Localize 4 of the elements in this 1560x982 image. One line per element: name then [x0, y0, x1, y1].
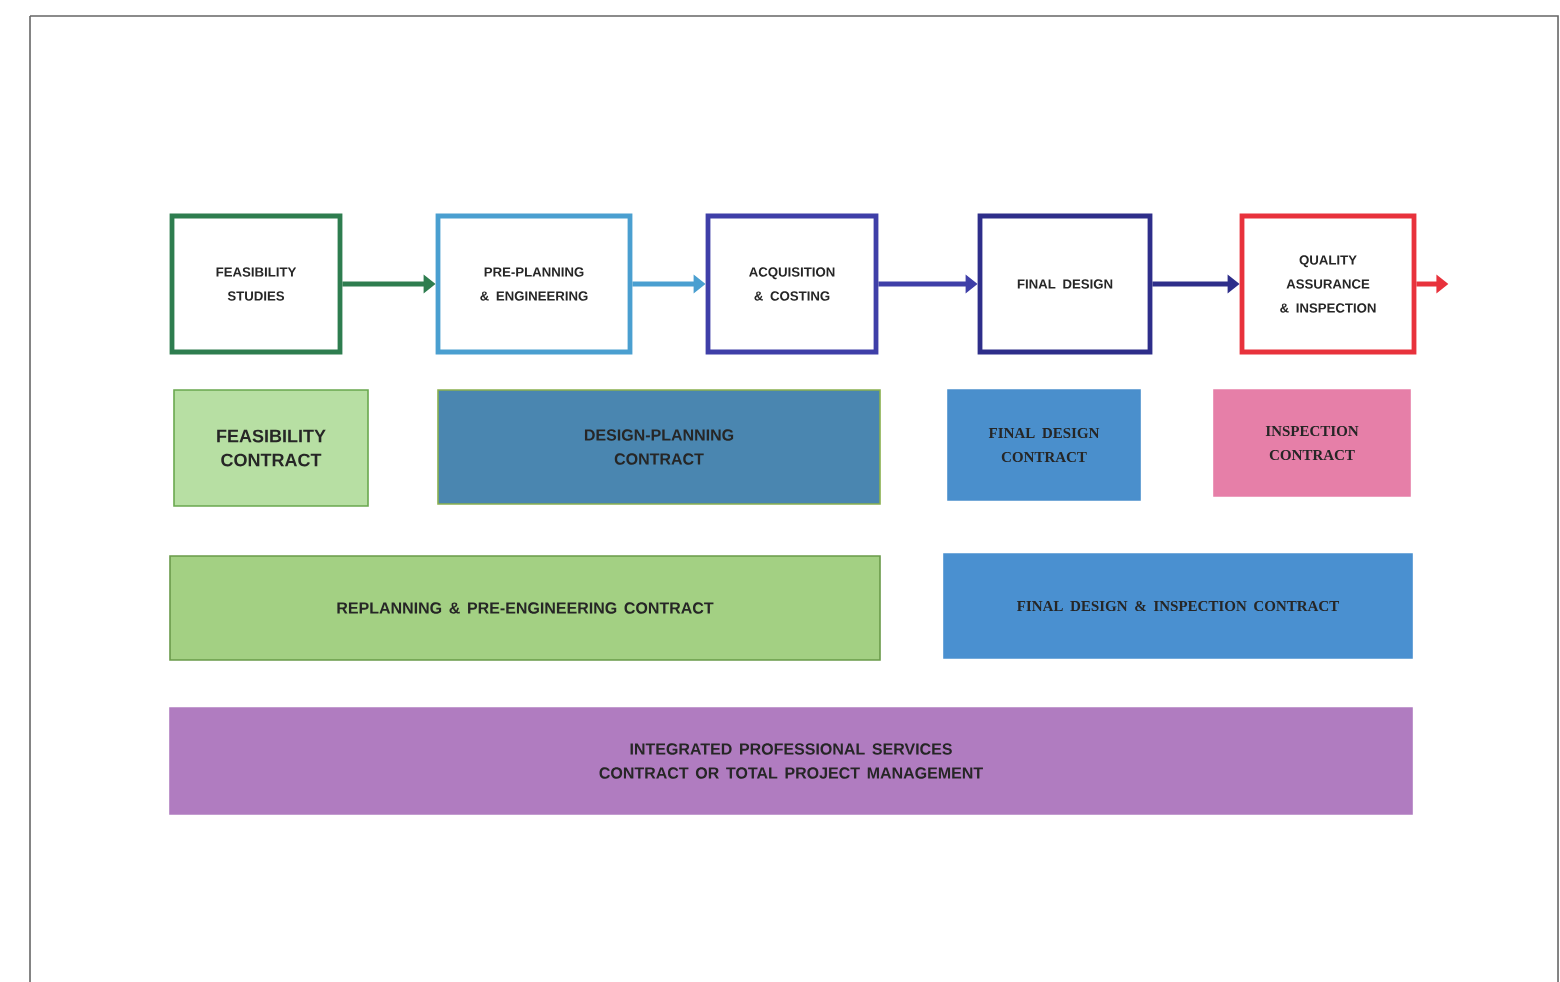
- contract-box: FEASIBILITY CONTRACT: [173, 389, 369, 507]
- contract-box: INTEGRATED PROFESSIONAL SERVICES CONTRACT OR TOTAL PROJECT MANAGEMENT: [169, 707, 1413, 815]
- contract-box: REPLANNING & PRE-ENGINEERING CONTRACT: [169, 555, 881, 661]
- contract-box: DESIGN-PLANNING CONTRACT: [437, 389, 881, 505]
